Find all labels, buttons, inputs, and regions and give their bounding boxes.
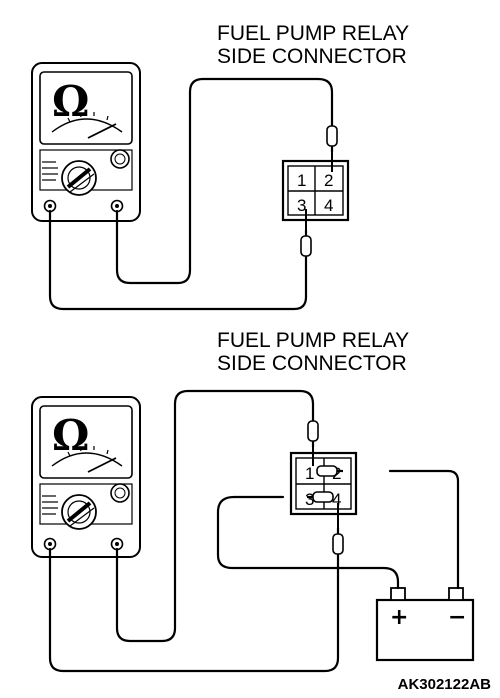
top-pin-3: 3 — [297, 196, 306, 215]
top-connector-label-line2: SIDE CONNECTOR — [217, 45, 407, 68]
top-probe-pin-2 — [325, 124, 339, 154]
top-connector-label-line1: FUEL PUMP RELAY — [217, 22, 409, 45]
bottom-probe-pin-1 — [306, 419, 320, 449]
top-ohmmeter: Ω — [31, 62, 141, 222]
bottom-probe-pin-4 — [331, 526, 345, 556]
battery: + − — [375, 587, 475, 662]
bottom-meter-display — [39, 405, 133, 479]
battery-terminal-negative — [448, 587, 464, 601]
bottom-ohm-symbol: Ω — [52, 411, 89, 460]
bottom-ohmmeter: Ω — [31, 396, 141, 558]
bottom-connector-label-line1: FUEL PUMP RELAY — [217, 329, 409, 352]
top-probe-pin-3 — [299, 228, 313, 258]
top-lead-left — [48, 209, 308, 311]
top-relay-connector: 1 2 3 4 — [281, 159, 350, 222]
bottom-pin-3: 3 — [305, 490, 314, 509]
top-pin-4: 4 — [324, 196, 333, 215]
top-meter-display — [39, 71, 133, 145]
battery-body — [375, 598, 475, 662]
top-ohm-symbol: Ω — [52, 77, 89, 126]
bottom-connector-label-line2: SIDE CONNECTOR — [217, 352, 407, 375]
top-lead-right — [115, 77, 334, 285]
top-pin-2: 2 — [324, 171, 333, 190]
bottom-meter-needle — [87, 457, 117, 473]
jumper-pin3-battery-positive — [216, 495, 400, 590]
bottom-pin-1: 1 — [305, 464, 314, 483]
top-pin-1: 1 — [297, 171, 306, 190]
bottom-meter-scale — [51, 452, 123, 467]
top-meter-needle — [87, 123, 117, 139]
jumper-pin2-battery-negative — [388, 469, 460, 590]
bottom-lead-right — [115, 389, 315, 643]
bottom-lead-left — [48, 547, 340, 673]
battery-plus-sign: + — [390, 605, 408, 630]
bottom-relay-connector: 1 2 3 4 — [289, 451, 358, 516]
top-panel: FUEL PUMP RELAY SIDE CONNECTOR Ω — [31, 22, 409, 311]
bottom-pin-4: 4 — [332, 490, 341, 509]
battery-terminal-positive — [390, 587, 406, 601]
battery-minus-sign: − — [448, 605, 466, 630]
bottom-panel: FUEL PUMP RELAY SIDE CONNECTOR Ω — [31, 329, 475, 673]
figure-code: AK302122AB — [398, 676, 492, 693]
top-meter-scale — [51, 118, 123, 133]
